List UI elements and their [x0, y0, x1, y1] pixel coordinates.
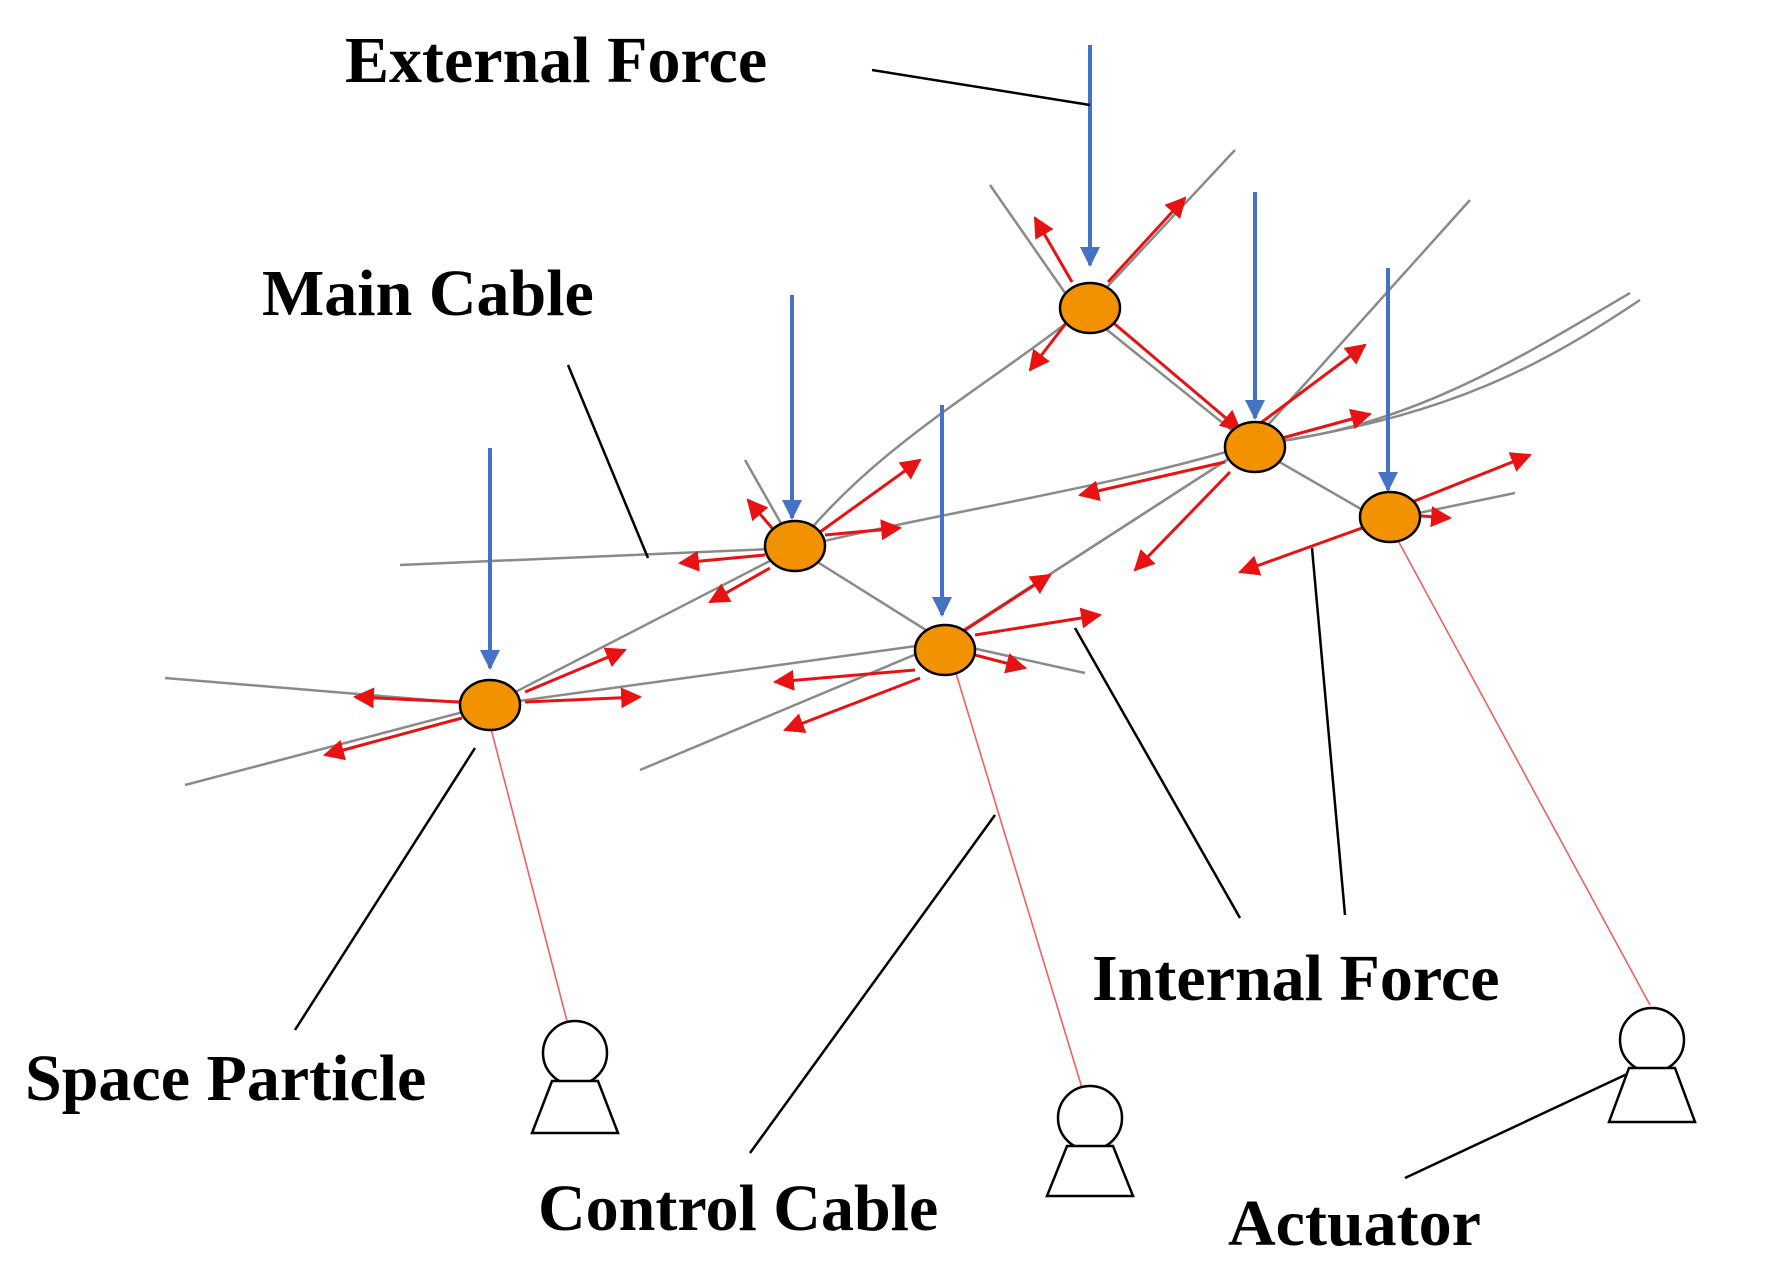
space-particle-node: [1358, 490, 1422, 544]
internal-force-arrow: [772, 668, 916, 691]
actuator-leader: [1404, 1066, 1641, 1180]
actuator-symbol: [1045, 1084, 1135, 1198]
control-cable-label: Control Cable: [538, 1172, 938, 1245]
space-particle-node: [458, 678, 522, 732]
internal-force-arrow: [1033, 216, 1074, 283]
main-cable-leader: [566, 364, 650, 559]
internal-force-arrow: [677, 550, 766, 572]
internal-force-leader-2: [1310, 547, 1347, 916]
internal-force-arrow: [1077, 460, 1226, 502]
internal-force-arrow: [708, 566, 771, 604]
control-cable: [489, 724, 569, 1026]
leader-lines: [293, 68, 1641, 1180]
internal-force-arrow: [974, 653, 1028, 674]
space-particle-node: [1058, 281, 1122, 335]
control-cable-leader: [748, 814, 997, 1154]
internal-force-arrow: [1411, 452, 1532, 504]
space-particle-node: [913, 623, 977, 677]
main-cables: [164, 149, 1641, 787]
main-cable: [794, 546, 946, 644]
internal-force-arrow: [783, 676, 921, 734]
external-force-leader: [871, 68, 1091, 107]
actuators: [530, 1006, 1697, 1198]
control-cable: [954, 669, 1083, 1089]
internal-force-arrow: [1257, 343, 1367, 427]
internal-force-arrow: [819, 458, 922, 534]
space-particle-node: [1223, 420, 1287, 474]
internal-force-arrow: [322, 716, 463, 761]
main-cable: [184, 149, 1236, 787]
main-cable: [489, 640, 946, 707]
internal-force-arrow: [1238, 526, 1363, 576]
internal-force-arrow: [352, 687, 461, 709]
space-particle-label: Space Particle: [25, 1042, 426, 1115]
space-particle-node: [763, 519, 827, 573]
internal-force-arrow: [1109, 318, 1242, 432]
main-cable: [988, 184, 1381, 522]
space-particles: [458, 281, 1422, 732]
internal-force-arrow: [524, 687, 643, 709]
internal-force-arrow: [1133, 470, 1232, 572]
main-cable-label: Main Cable: [262, 257, 594, 330]
internal-force-arrow: [524, 647, 627, 694]
actuator-symbol: [1607, 1006, 1697, 1124]
internal-force-label: Internal Force: [1092, 942, 1500, 1015]
external-force-label: External Force: [345, 24, 767, 97]
actuator-label: Actuator: [1228, 1187, 1481, 1260]
internal-force-arrow: [961, 573, 1052, 634]
internal-force-leader-1: [1073, 627, 1242, 919]
internal-force-arrow: [974, 607, 1103, 637]
main-cable: [399, 291, 1631, 567]
internal-force-arrow: [1028, 317, 1072, 372]
internal-force-arrow: [1274, 408, 1373, 442]
control-cables: [489, 534, 1651, 1089]
internal-forces: [322, 196, 1532, 761]
labels: External Force Main Cable Space Particle…: [25, 24, 1500, 1260]
control-cable: [1394, 534, 1651, 1006]
external-forces: [480, 45, 1398, 670]
internal-force-arrow: [1106, 196, 1187, 284]
space-particle-leader: [293, 747, 477, 1031]
main-cable: [941, 199, 1471, 675]
internal-force-arrow: [824, 519, 903, 541]
actuator-symbol: [530, 1019, 620, 1135]
